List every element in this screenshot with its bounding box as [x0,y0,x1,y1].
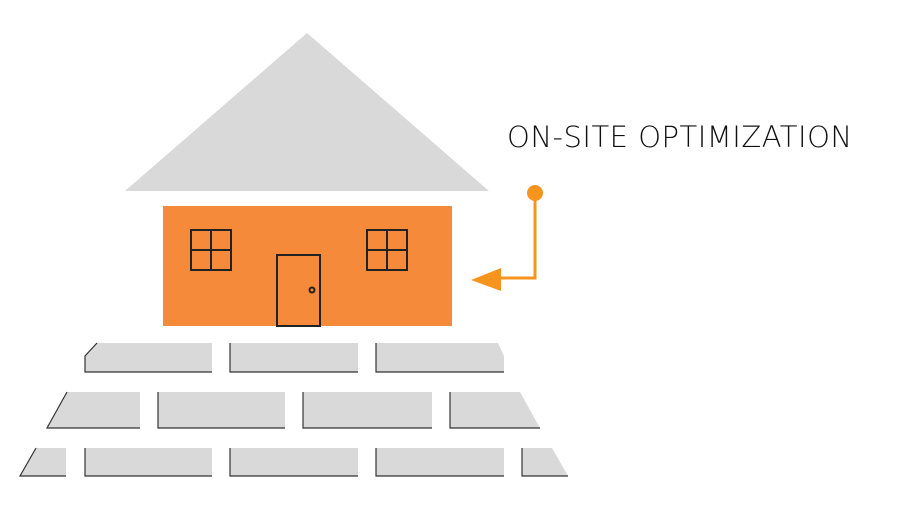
brick [230,343,358,372]
brick [450,392,540,428]
door [276,254,321,327]
brick [376,448,504,476]
left-window [190,229,232,271]
brick [522,448,568,476]
brick [47,392,140,428]
brick [376,343,504,372]
brick-shadows [18,342,568,477]
brick [85,343,212,372]
brick [303,392,432,428]
foundation-bricks [20,343,568,476]
house-body [163,206,452,326]
right-window [366,229,408,271]
on-site-optimization-label: ON-SITE OPTIMIZATION [507,120,853,154]
pointer-arrow [471,185,543,291]
brick [230,448,358,476]
roof [125,33,489,191]
brick [85,448,212,476]
brick [20,448,66,476]
brick [158,392,285,428]
